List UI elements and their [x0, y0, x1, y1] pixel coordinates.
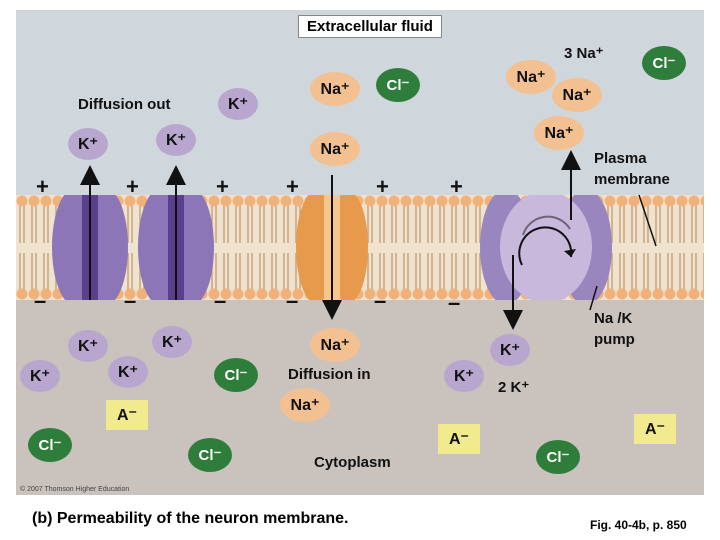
k-ion: K⁺ — [68, 330, 108, 362]
k-ion: K⁺ — [444, 360, 484, 392]
na-ion: Na⁺ — [310, 328, 360, 362]
cytoplasm-region — [16, 300, 704, 495]
diffusion-out-label: Diffusion out — [78, 96, 171, 113]
minus-sign: – — [374, 288, 387, 313]
plus-sign: + — [216, 174, 229, 199]
k-ion: K⁺ — [152, 326, 192, 358]
diagram-figure: Extracellular fluid Diffusion out Diffus… — [16, 10, 704, 495]
plasma-membrane — [16, 195, 704, 300]
k-ion: K⁺ — [156, 124, 196, 156]
na-ion: Na⁺ — [310, 72, 360, 106]
plasma-membrane-label-1: Plasma — [594, 150, 647, 167]
na-ion: Na⁺ — [534, 116, 584, 150]
k-ion: K⁺ — [218, 88, 258, 120]
copyright-notice: © 2007 Thomson Higher Education — [20, 486, 130, 493]
transport-arrows — [80, 150, 657, 330]
minus-sign: – — [448, 290, 461, 315]
three-na-label: 3 Na⁺ — [564, 45, 604, 62]
anion: A⁻ — [634, 414, 676, 444]
minus-sign: – — [286, 288, 299, 313]
cytoplasm-label: Cytoplasm — [314, 454, 391, 471]
na-ion: Na⁺ — [552, 78, 602, 112]
cl-ion: Cl⁻ — [536, 440, 580, 474]
plasma-membrane-label-2: membrane — [594, 171, 670, 188]
minus-sign: – — [34, 288, 47, 313]
plus-sign: + — [450, 174, 463, 199]
minus-sign: – — [124, 288, 137, 313]
membrane-pointer — [638, 194, 657, 247]
two-k-label: 2 K⁺ — [498, 379, 530, 396]
figure-caption: (b) Permeability of the neuron membrane. — [32, 510, 349, 527]
plus-sign: + — [36, 174, 49, 199]
pump-label-1: Na /K — [594, 310, 633, 327]
cl-ion: Cl⁻ — [376, 68, 420, 102]
k-ion: K⁺ — [490, 334, 530, 366]
cl-ion: Cl⁻ — [214, 358, 258, 392]
anion: A⁻ — [106, 400, 148, 430]
plus-sign: + — [286, 174, 299, 199]
pump-label-2: pump — [594, 331, 635, 348]
cl-ion: Cl⁻ — [642, 46, 686, 80]
cl-ion: Cl⁻ — [188, 438, 232, 472]
plus-sign: + — [376, 174, 389, 199]
na-k-pump — [480, 195, 612, 300]
k-ion: K⁺ — [20, 360, 60, 392]
diffusion-in-label: Diffusion in — [288, 366, 371, 383]
minus-sign: – — [214, 288, 227, 313]
pump-pointer — [589, 285, 598, 311]
na-ion: Na⁺ — [310, 132, 360, 166]
plus-sign: + — [126, 174, 139, 199]
k-channel-2 — [138, 195, 214, 300]
k-channel-1 — [52, 195, 128, 300]
extracellular-label: Extracellular fluid — [298, 15, 442, 38]
na-channel — [296, 195, 368, 300]
na-ion: Na⁺ — [280, 388, 330, 422]
cl-ion: Cl⁻ — [28, 428, 72, 462]
k-ion: K⁺ — [108, 356, 148, 388]
k-ion: K⁺ — [68, 128, 108, 160]
figure-reference: Fig. 40-4b, p. 850 — [590, 518, 687, 532]
anion: A⁻ — [438, 424, 480, 454]
na-ion: Na⁺ — [506, 60, 556, 94]
